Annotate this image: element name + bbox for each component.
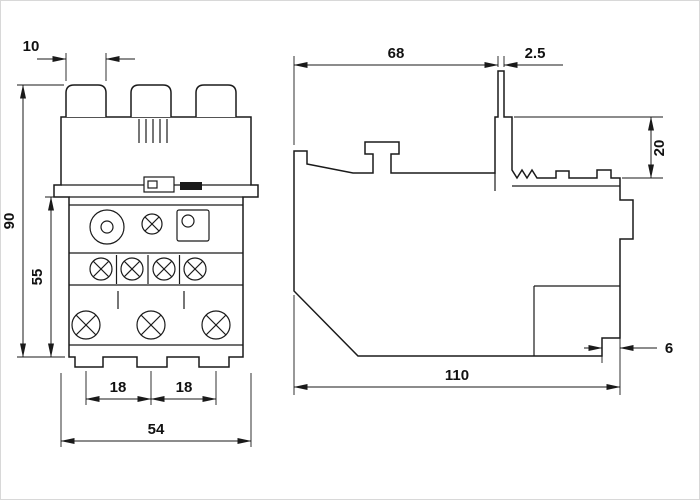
front-vent-slots xyxy=(138,119,168,143)
terminal-post xyxy=(65,84,107,117)
dim-head-drop-label: 20 xyxy=(651,140,668,157)
dim-head-drop: 20 xyxy=(514,116,668,179)
dim-pitch-left-label: 18 xyxy=(110,379,127,396)
dim-foot-width: 6 xyxy=(584,340,673,363)
wiring-screws xyxy=(89,257,207,281)
dim-upper-length-label: 68 xyxy=(388,45,405,62)
side-body-outline xyxy=(293,70,634,357)
dim-overall-width: 54 xyxy=(60,373,252,447)
terminal-post xyxy=(130,84,172,117)
dim-foot-width-label: 6 xyxy=(665,340,673,357)
dim-lower-body-height: 55 xyxy=(29,196,67,358)
dim-upper-length: 68 xyxy=(293,45,499,145)
side-internal-lines xyxy=(494,173,620,356)
dim-pitch-right-label: 18 xyxy=(176,379,193,396)
test-screw-icon xyxy=(141,213,163,235)
main-terminal-screws xyxy=(71,310,231,340)
front-view: 10 90 55 18 18 xyxy=(1,38,259,447)
front-marking-label xyxy=(143,176,202,193)
front-panel-lines xyxy=(61,184,251,346)
dim-terminal-pitch: 18 18 xyxy=(85,371,217,405)
adjustment-dial-icon xyxy=(89,209,125,245)
reset-button-icon xyxy=(176,209,210,242)
side-view: 68 2.5 20 110 6 xyxy=(293,45,673,395)
dim-overall-width-label: 54 xyxy=(148,421,165,438)
terminal-post xyxy=(195,84,237,117)
dim-overall-height: 90 xyxy=(1,84,65,358)
dim-post-width: 10 xyxy=(23,38,135,81)
dim-overall-length-label: 110 xyxy=(445,367,469,384)
dim-post-width-label: 10 xyxy=(23,38,40,55)
dim-overall-height-label: 90 xyxy=(1,213,18,230)
dim-pin-width-label: 2.5 xyxy=(525,45,546,62)
dim-overall-length: 110 xyxy=(293,295,621,395)
dim-lower-body-height-label: 55 xyxy=(29,269,46,286)
front-terminal-posts xyxy=(65,84,237,117)
dim-pin-width: 2.5 xyxy=(503,45,563,68)
